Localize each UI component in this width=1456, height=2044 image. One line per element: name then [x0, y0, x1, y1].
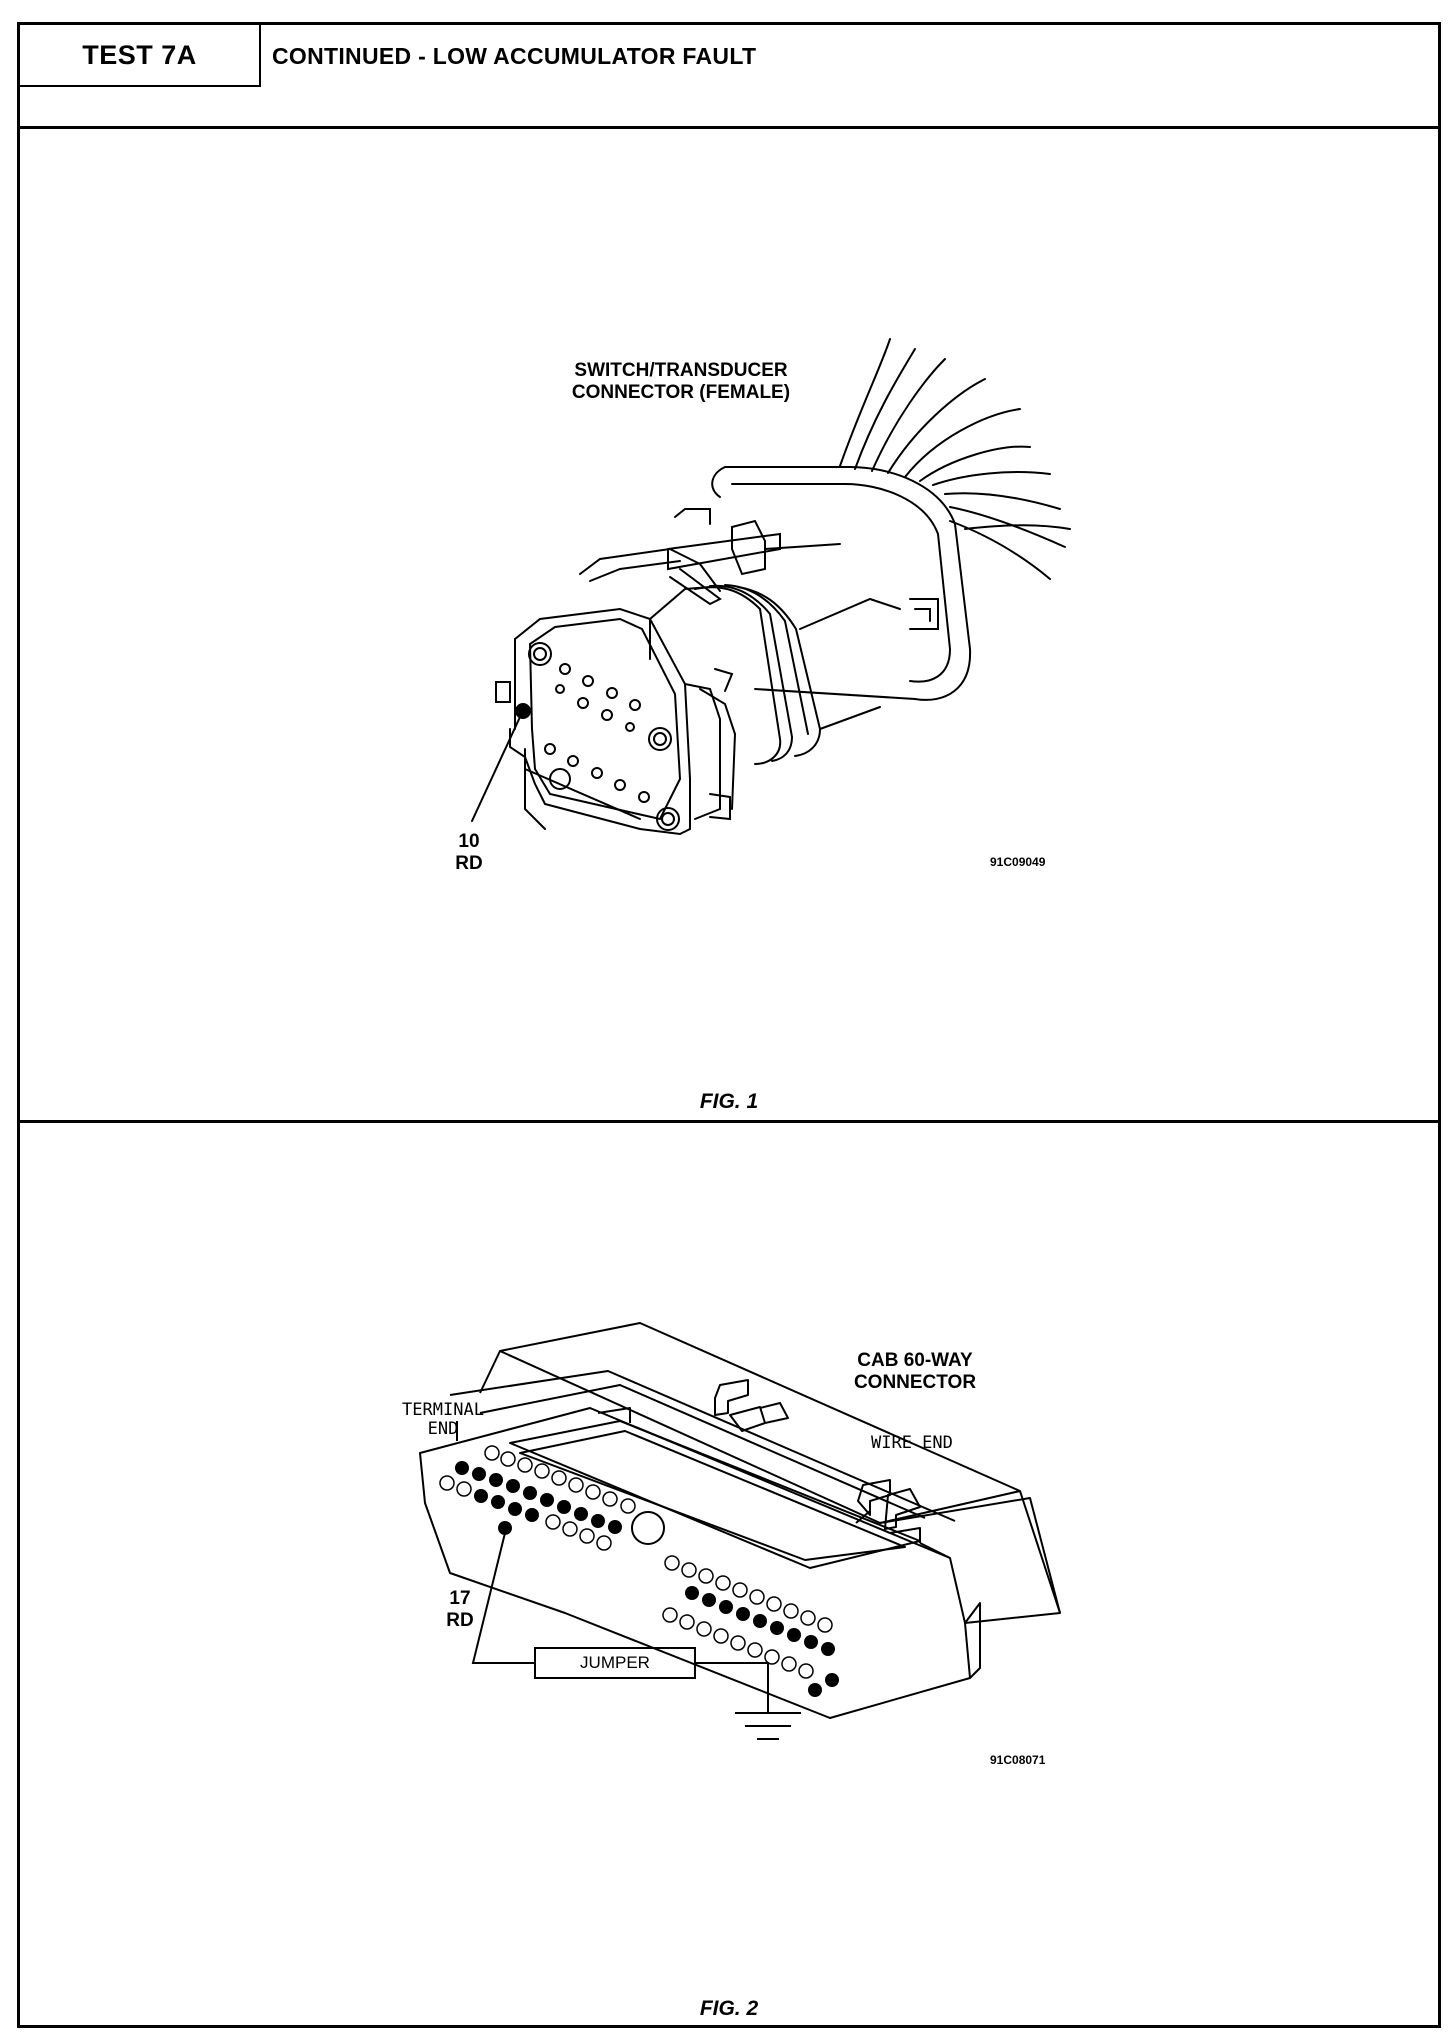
pin-callout: 10 RD: [444, 831, 494, 875]
figure-1-panel: SWITCH/TRANSDUCER CONNECTOR (FEMALE) 10 …: [20, 129, 1438, 1123]
figure-2-panel: CAB 60-WAY CONNECTOR TERMINAL END WIRE E…: [20, 1123, 1438, 2025]
terminal-cavities: [439, 1445, 839, 1697]
connector-label-line1: CAB 60-WAY: [857, 1350, 973, 1371]
pin-number: 17: [449, 1588, 471, 1609]
connector-label-line1: SWITCH/TRANSDUCER: [574, 360, 788, 381]
connector-label: CAB 60-WAY CONNECTOR: [840, 1350, 990, 1394]
document-sheet: TEST 7A CONTINUED - LOW ACCUMULATOR FAUL…: [17, 22, 1441, 2028]
terminal-end-line2: END: [427, 1419, 459, 1439]
test-id: TEST 7A: [82, 39, 197, 70]
pin-17-highlight: [498, 1521, 512, 1535]
pin-10-highlight: [515, 703, 531, 719]
figure-ref-code: 91C08071: [990, 1753, 1046, 1767]
figure-caption: FIG. 2: [699, 1997, 759, 2020]
switch-transducer-connector-drawing: [471, 338, 1071, 836]
figure-ref-code: 91C09049: [990, 855, 1046, 869]
pin-number: 10: [458, 831, 480, 852]
figure-caption: FIG. 1: [699, 1090, 759, 1113]
terminal-end-line1: TERMINAL: [402, 1400, 484, 1420]
pin-color: RD: [455, 853, 483, 874]
cab-60-way-connector-drawing: [419, 1322, 1061, 1740]
connector-label-line2: CONNECTOR (FEMALE): [571, 382, 791, 403]
page-header: TEST 7A CONTINUED - LOW ACCUMULATOR FAUL…: [20, 25, 1438, 129]
connector-label: SWITCH/TRANSDUCER CONNECTOR (FEMALE): [536, 360, 826, 404]
terminal-end-label: TERMINAL END: [388, 1401, 498, 1439]
page-title: CONTINUED - LOW ACCUMULATOR FAULT: [272, 42, 757, 69]
connector-label-line2: CONNECTOR: [853, 1372, 977, 1393]
wire-end-label: WIRE END: [871, 1433, 953, 1453]
pin-color: RD: [446, 1610, 474, 1631]
pin-callout: 17 RD: [435, 1588, 485, 1632]
jumper-label: JUMPER: [580, 1653, 650, 1672]
test-id-box: TEST 7A: [20, 25, 261, 87]
